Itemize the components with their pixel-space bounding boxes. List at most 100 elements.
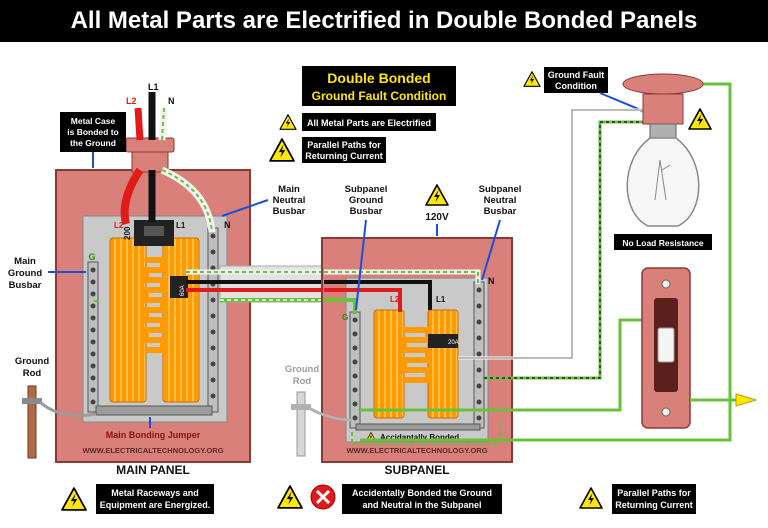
warning-icon (277, 485, 303, 509)
note-ground-fault-line1: Ground Fault (548, 70, 605, 80)
main-ground-line3: Busbar (9, 280, 42, 291)
cable-connector-nut (125, 137, 175, 153)
ground-rod-main: Ground Rod (15, 356, 97, 459)
website-main: WWW.ELECTRICALTECHNOLOGY.ORG (82, 446, 223, 455)
sub-neutral-line1: Subpanel (479, 184, 522, 195)
label-l2-sub: L2 (390, 295, 400, 304)
ground-rod-icon (296, 391, 306, 457)
ground-clamp (22, 398, 42, 404)
ground-rod-sub: Ground Rod (285, 364, 353, 457)
footer-accidental: Accidentally Bonded the Ground and Neutr… (277, 484, 502, 514)
footer-accidental-line1: Accidentally Bonded the Ground (352, 488, 492, 498)
metal-case-line1: Metal Case (71, 116, 116, 126)
footer-parallel: Parallel Paths for Returning Current (579, 484, 696, 514)
note-parallel-line1: Parallel Paths for (307, 140, 381, 150)
note-ground-fault-line2: Condition (555, 81, 597, 91)
arrow (481, 219, 501, 281)
switch-icon[interactable] (657, 327, 675, 363)
label-l1-sub: L1 (436, 295, 446, 304)
lamp-socket-housing (642, 93, 684, 125)
fault-current-branch (484, 121, 648, 379)
sub-ground-line3: Busbar (350, 206, 383, 217)
footer-metal-bg (96, 484, 214, 514)
ground-clamp (291, 404, 311, 410)
main-ground-busbar (87, 261, 99, 413)
main-neutral-label: Main Neutral Busbar (221, 184, 306, 217)
note-all-metal: All Metal Parts are Electrified (279, 113, 436, 131)
header-box: Double Bonded Ground Fault Condition (302, 66, 456, 106)
metal-case-label: Metal Case is Bonded to the Ground (60, 112, 126, 168)
main-ground-screws (90, 267, 96, 405)
service-entrance: L2 L1 N L2 L1 (114, 82, 216, 233)
sub-neutral-line3: Busbar (484, 206, 517, 217)
label-l2-top: L2 (126, 96, 137, 106)
label-g: G (88, 252, 95, 262)
label-voltage: 120V (425, 212, 449, 223)
ground-electrode-wire (38, 400, 97, 417)
main-breaker-handle[interactable] (144, 226, 164, 236)
footer-metal-line1: Metal Raceways and (111, 488, 199, 498)
main-neutral-line3: Busbar (273, 206, 306, 217)
header-line2: Ground Fault Condition (312, 89, 447, 103)
sub-ground-rod-line1: Ground (285, 364, 319, 375)
fault-current-bond (351, 420, 501, 445)
main-neutral-busbar (207, 227, 219, 413)
voltage-note: 120V (425, 184, 449, 236)
ground-rod-icon (27, 385, 37, 459)
warning-icon (425, 184, 449, 206)
ground-rod-line2: Rod (23, 368, 42, 379)
header-box-bg (302, 66, 456, 106)
arrow (355, 219, 367, 311)
label-l1-top: L1 (148, 82, 159, 92)
main-ground-line2: Ground (8, 268, 42, 279)
footer-accidental-line2: and Neutral in the Subpanel (362, 500, 481, 510)
label-g-sub: G (342, 313, 348, 322)
footer-metal-line2: Equipment are Energized. (100, 500, 211, 510)
sub-neutral-screws (476, 287, 482, 421)
sub-ground-electrode-wire (308, 406, 353, 422)
note-parallel-bg (302, 137, 386, 163)
sub-ground-line2: Ground (349, 195, 383, 206)
website-sub: WWW.ELECTRICALTECHNOLOGY.ORG (346, 446, 487, 455)
footer-parallel-line2: Returning Current (615, 500, 693, 510)
switch (641, 267, 758, 429)
label-no-load: No Load Resistance (622, 238, 704, 248)
warning-icon (523, 71, 541, 87)
footer-metal-raceways: Metal Raceways and Equipment are Energiz… (61, 484, 214, 514)
warning-icon (279, 114, 297, 130)
header-line1: Double Bonded (327, 70, 430, 86)
switch-screw-top (661, 279, 671, 289)
arrow (221, 199, 269, 217)
sub-ground-screws (352, 317, 358, 421)
main-ground-line1: Main (14, 256, 36, 267)
note-ground-fault-bg (544, 67, 608, 93)
note-ground-fault: Ground Fault Condition (523, 67, 649, 114)
footer-parallel-line1: Parallel Paths for (617, 488, 691, 498)
footer-accidental-bg (342, 484, 502, 514)
wire-ground-switch (360, 318, 650, 412)
feed-breaker-rating: 60A (180, 285, 186, 296)
feed-breaker[interactable] (170, 276, 188, 298)
main-busbar-l1 (162, 237, 200, 403)
label-l1-main: L1 (176, 221, 186, 230)
sub-breaker[interactable] (428, 334, 458, 348)
fault-current-n (161, 169, 213, 233)
note-all-metal-text: All Metal Parts are Electrified (307, 118, 431, 128)
sub-ground-line1: Subpanel (345, 184, 388, 195)
sub-neutral-label: Subpanel Neutral Busbar (479, 184, 522, 281)
ceiling-box (622, 73, 704, 95)
switch-screw-bottom (661, 407, 671, 417)
main-bus-fingers (143, 257, 166, 353)
fault-current-sub-n (324, 271, 479, 284)
wire-l2-in (134, 107, 144, 141)
note-all-metal-bg (302, 113, 436, 131)
main-ground-label: Main Ground Busbar (8, 256, 86, 291)
wire-hot-branch-edge (458, 109, 648, 359)
label-l2-main: L2 (114, 221, 124, 230)
main-bonding-jumper (95, 405, 213, 416)
metal-case-line2: is Bonded to (67, 127, 118, 137)
wire-l2-main (120, 167, 144, 225)
feeder-conduit (94, 265, 325, 303)
sub-busbar-l2 (373, 309, 405, 419)
